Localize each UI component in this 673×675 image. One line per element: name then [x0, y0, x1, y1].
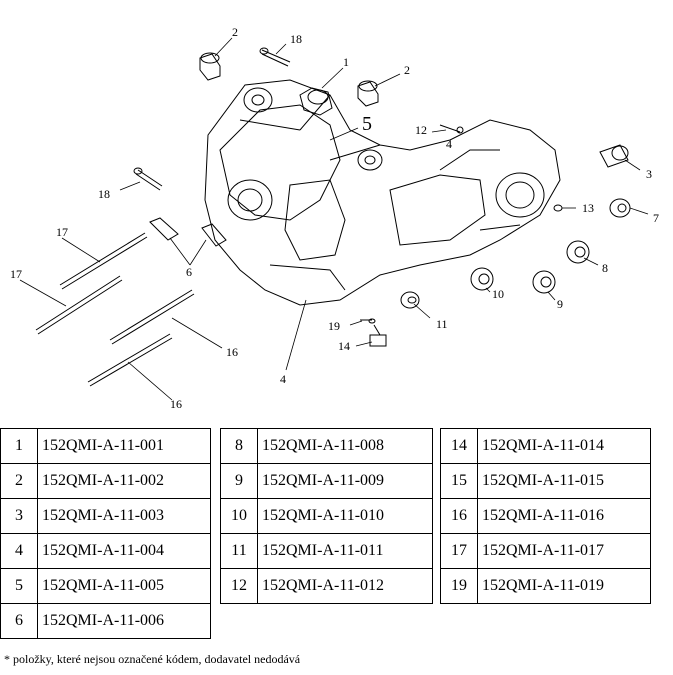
crankcase-body: [204, 79, 561, 306]
part-2-dowel-left: [199, 53, 221, 81]
footnote: * položky, které nejsou označené kódem, …: [4, 652, 301, 666]
callout-2-right: 2: [404, 63, 410, 77]
callout-14: 12: [415, 123, 427, 137]
part-2-dowel-right: [357, 81, 379, 107]
part-18-bolt-left: [135, 169, 163, 191]
part-code: 152QMI-A-11-005: [37, 568, 211, 604]
part-number: 19: [440, 568, 478, 604]
callout-16-right: 16: [226, 345, 238, 359]
part-12-seal: [400, 291, 420, 309]
part-7-dowel-b: [201, 223, 227, 247]
part-16-stud-a: [109, 289, 195, 345]
part-9-bearing: [566, 240, 590, 264]
part-1-sleeve: [299, 87, 333, 116]
part-code: 152QMI-A-11-010: [257, 498, 433, 534]
callout-17-top: 17: [56, 225, 68, 239]
part-code: 152QMI-A-11-006: [37, 603, 211, 639]
callout-19: 19: [328, 319, 340, 333]
part-code: 152QMI-A-11-011: [257, 533, 433, 569]
part-7-dowel-a: [149, 217, 179, 241]
callout-18-top: 18: [290, 32, 302, 46]
callout-10: 9: [557, 297, 563, 311]
part-number: 2: [0, 463, 38, 499]
callout-16-bottom: 16: [170, 397, 182, 411]
part-3-dowel: [599, 144, 629, 168]
callout-3: 3: [646, 167, 652, 181]
part-number: 1: [0, 428, 38, 464]
callout-18-left: 18: [98, 187, 110, 201]
part-number: 3: [0, 498, 38, 534]
callout-11: 10: [492, 287, 504, 301]
part-number: 14: [440, 428, 478, 464]
part-code: 152QMI-A-11-003: [37, 498, 211, 534]
callout-7: 6: [186, 265, 192, 279]
callout-8: 7: [653, 211, 659, 225]
part-number: 9: [220, 463, 258, 499]
part-code: 152QMI-A-11-019: [477, 568, 651, 604]
callout-1: 1: [343, 55, 349, 69]
part-number: 17: [440, 533, 478, 569]
part-18-bolt-top: [261, 49, 291, 67]
part-16-stud-b: [87, 333, 173, 387]
part-code: 152QMI-A-11-015: [477, 463, 651, 499]
part-code: 152QMI-A-11-014: [477, 428, 651, 464]
callout-13: 13: [582, 201, 594, 215]
callout-2-top: 2: [232, 25, 238, 39]
callout-6: 5: [362, 113, 372, 135]
callout-4: 4: [280, 372, 286, 386]
part-code: 152QMI-A-11-016: [477, 498, 651, 534]
part-17-stud-b: [35, 275, 123, 335]
part-number: 6: [0, 603, 38, 639]
part-code: 152QMI-A-11-012: [257, 568, 433, 604]
callout-9: 8: [602, 261, 608, 275]
part-8-seal: [609, 198, 631, 218]
part-11-bearing: [470, 267, 494, 291]
part-code: 152QMI-A-11-001: [37, 428, 211, 464]
exploded-parts-diagram: 2 18 1 2 5 12 4 3 18 13 7 17 6 8 17 10 9…: [10, 25, 659, 411]
part-code: 152QMI-A-11-009: [257, 463, 433, 499]
callout-15: 14: [338, 339, 350, 353]
part-number: 4: [0, 533, 38, 569]
part-17-stud-a: [59, 232, 148, 290]
part-code: 152QMI-A-11-008: [257, 428, 433, 464]
callout-17-left: 17: [10, 267, 22, 281]
callout-5: 4: [446, 137, 452, 151]
part-number: 10: [220, 498, 258, 534]
part-15-bolt: [369, 324, 387, 347]
callout-12: 11: [436, 317, 448, 331]
part-number: 8: [220, 428, 258, 464]
part-code: 152QMI-A-11-017: [477, 533, 651, 569]
part-number: 16: [440, 498, 478, 534]
part-number: 5: [0, 568, 38, 604]
part-code: 152QMI-A-11-002: [37, 463, 211, 499]
part-code: 152QMI-A-11-004: [37, 533, 211, 569]
part-number: 15: [440, 463, 478, 499]
part-number: 12: [220, 568, 258, 604]
part-number: 11: [220, 533, 258, 569]
part-10-bearing: [532, 270, 556, 294]
part-13-nut: [553, 204, 563, 212]
